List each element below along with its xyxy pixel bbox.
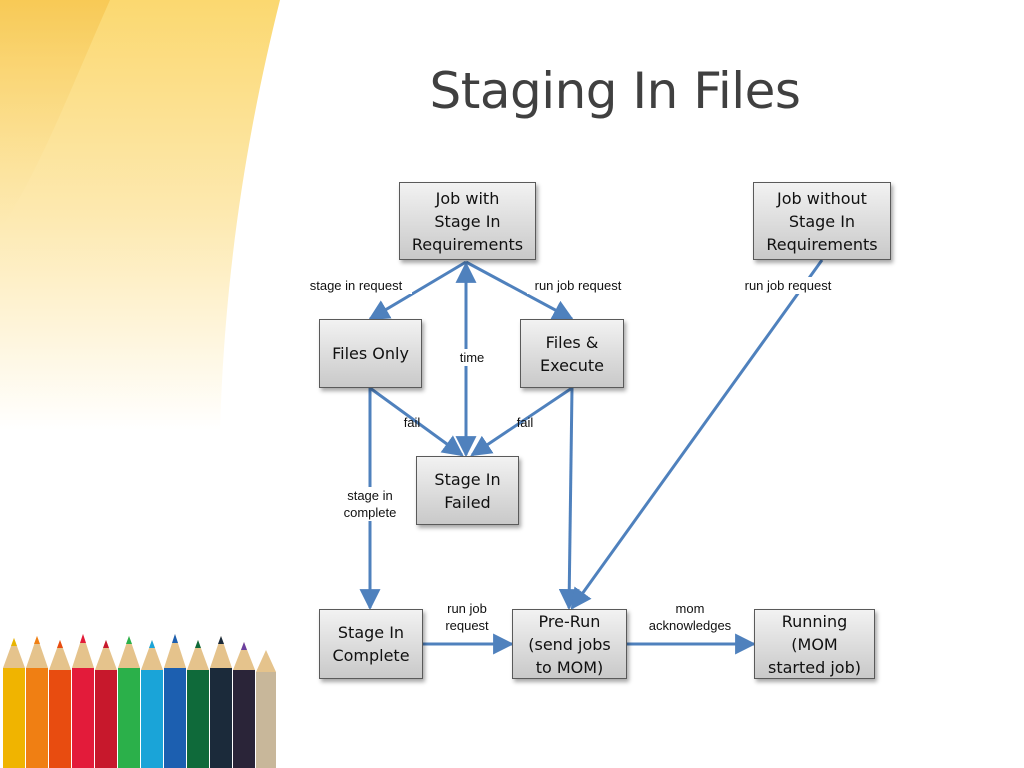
node-stage-in-complete: Stage In Complete — [319, 609, 423, 679]
slide-decoration-gradient — [0, 0, 280, 430]
label-fail-left: fail — [403, 415, 421, 430]
node-running: Running (MOM started job) — [754, 609, 875, 679]
node-job-without-stage-in: Job without Stage In Requirements — [753, 182, 891, 260]
label-run-job-request-right: run job request — [736, 277, 840, 294]
arrow-job-to-files-execute — [465, 260, 574, 321]
colored-pencils-image — [0, 634, 300, 768]
label-run-job-request-bottom: run job request — [445, 601, 489, 633]
node-files-execute: Files & Execute — [520, 319, 624, 388]
node-files-only: Files Only — [319, 319, 422, 388]
label-stage-in-request: stage in request — [300, 277, 412, 294]
label-mom-acknowledges: mom acknowledges — [648, 601, 732, 633]
arrow-job-without-to-prerun — [570, 259, 824, 610]
label-stage-in-complete: stage in complete — [332, 487, 408, 521]
node-job-with-stage-in: Job with Stage In Requirements — [399, 182, 536, 260]
label-time: time — [454, 349, 490, 366]
node-stage-in-failed: Stage In Failed — [416, 456, 519, 525]
arrow-files-execute-fail — [470, 386, 573, 457]
arrow-job-to-files-only — [368, 260, 467, 321]
slide-title: Staging In Files — [429, 62, 801, 120]
label-fail-right: fail — [516, 415, 534, 430]
arrow-files-execute-to-prerun — [558, 387, 580, 611]
arrow-files-only-fail — [369, 386, 464, 457]
label-run-job-request-left: run job request — [527, 277, 629, 294]
node-pre-run: Pre-Run (send jobs to MOM) — [512, 609, 627, 679]
